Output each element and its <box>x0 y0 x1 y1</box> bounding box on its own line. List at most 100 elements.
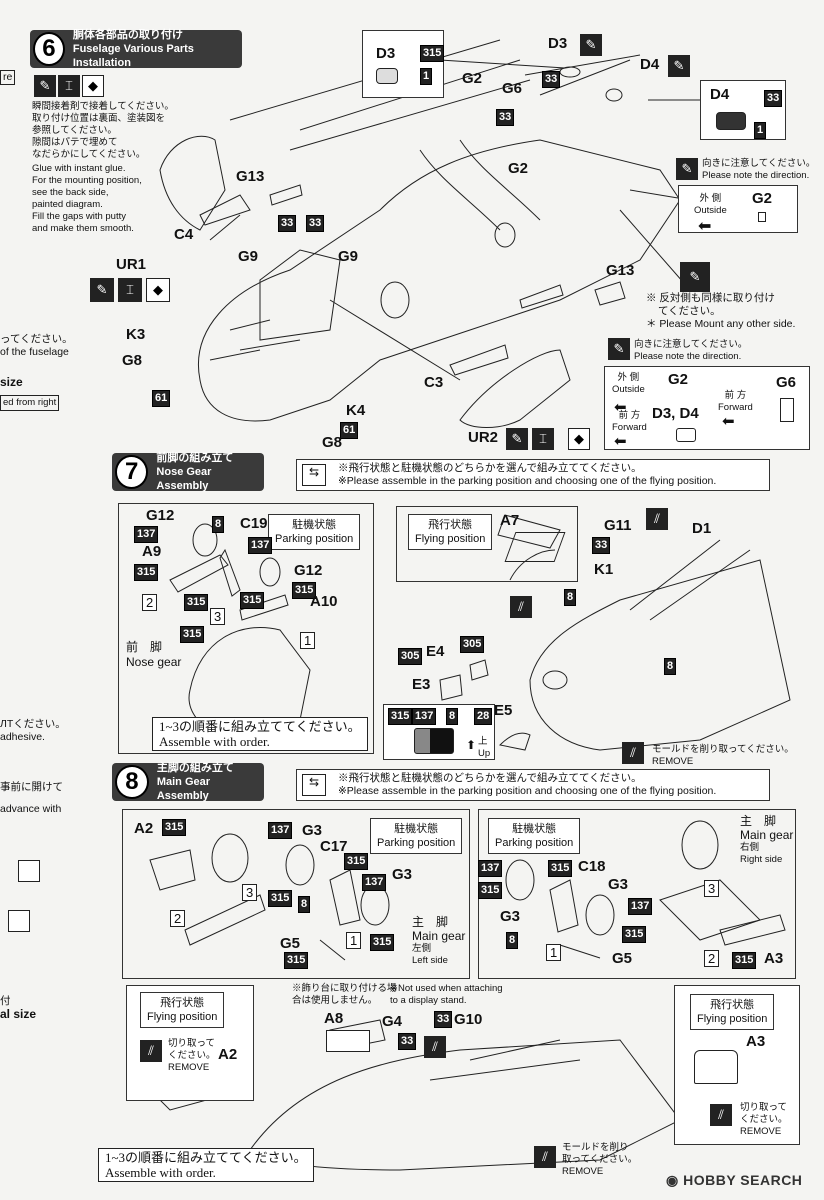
step7-choice-text: ※飛行状態と駐機状態のどちらかを選んで組み立ててください。 ※Please as… <box>338 462 717 487</box>
parking-position-box: 駐機状態 Parking position <box>488 818 581 854</box>
paint-number: 315 <box>548 860 573 877</box>
margin-icon <box>18 860 40 882</box>
e3-part-drawing <box>414 728 454 754</box>
part-label: A9 <box>142 543 162 560</box>
paint-number: 33 <box>764 90 783 107</box>
paint-number: 8 <box>446 708 459 725</box>
paint-number: 315 <box>134 564 159 581</box>
paint-number: 33 <box>398 1033 417 1050</box>
g6-direction-box <box>604 366 810 450</box>
outside-label: 外 側 Outside <box>694 193 727 216</box>
step8-order-note: 1~3の順番に組み立ててください。 Assemble with order. <box>98 1148 314 1182</box>
a3-part-drawing <box>694 1050 738 1084</box>
remove-icon: ⫽ <box>646 508 668 530</box>
clamp-icon: ⌶ <box>532 428 554 450</box>
part-label: G2 <box>508 160 529 177</box>
margin-text: al size <box>0 1007 37 1021</box>
paint-number: 315 <box>370 934 395 951</box>
step6-header: 6 胴体各部品の取り付け Fuselage Various Parts Inst… <box>30 29 242 69</box>
part-label: G10 <box>454 1011 483 1028</box>
part-label: A2 <box>134 820 154 837</box>
paint-number: 305 <box>460 636 485 653</box>
paint-number: 33 <box>592 537 611 554</box>
main-gear-left-frame <box>122 809 470 979</box>
g2-direction-box <box>678 185 798 233</box>
order-mark: 2 <box>142 594 158 611</box>
paint-number: 315 <box>388 708 413 725</box>
stand-note-jp: ※飾り台に取り付ける場 合は使用しません。 <box>292 983 397 1006</box>
clamp-icon: ⌶ <box>118 278 142 302</box>
remove-icon: ⫽ <box>510 596 532 618</box>
paint-number: 315 <box>240 592 265 609</box>
step6-title-en: Fuselage Various Parts Installation <box>72 43 194 69</box>
arrow-left-icon: ⬅ <box>698 218 712 235</box>
part-label: G6 <box>502 80 523 97</box>
part-label: G3 <box>392 866 413 883</box>
mirror-note: ※ 反対側も同様に取り付け てください。 ＊ Please Mount any … <box>646 292 796 330</box>
paint-number: 61 <box>152 390 171 407</box>
paint-number: 137 <box>268 822 293 839</box>
part-label: G13 <box>236 168 265 185</box>
part-label: E5 <box>494 702 513 719</box>
direction-note: 向きに注意してください。 Please note the direction. <box>634 339 748 362</box>
part-label: A8 <box>324 1010 344 1027</box>
d4-part-drawing <box>716 112 746 130</box>
step8-title-jp: 主脚の組み立て <box>156 762 234 774</box>
part-label: C19 <box>240 515 268 532</box>
cut-note: 切り取って ください。 REMOVE <box>740 1102 788 1137</box>
swap-icon: ⇆ <box>302 464 326 486</box>
step7-title-en: Nose Gear Assembly <box>156 466 212 492</box>
part-label: A3 <box>764 950 784 967</box>
part-label: D3 <box>376 45 396 62</box>
glue-icon: ✎ <box>506 428 528 450</box>
step8-number: 8 <box>115 765 149 799</box>
paint-number: 137 <box>248 537 273 554</box>
order-mark: 2 <box>170 910 186 927</box>
cut-note: 切り取って ください。 REMOVE <box>168 1038 216 1073</box>
part-label: G9 <box>338 248 359 265</box>
paint-number: 61 <box>340 422 359 439</box>
paint-number: 137 <box>628 898 653 915</box>
step6-note-en: Glue with instant glue. For the mounting… <box>32 163 142 234</box>
paint-number: 33 <box>306 215 325 232</box>
margin-icon <box>8 910 30 932</box>
part-label: D4 <box>640 56 660 73</box>
direction-note: 向きに注意してください。 Please note the direction. <box>702 158 816 181</box>
forward-label: 前 方 Forward <box>612 410 647 433</box>
d3-part-drawing <box>376 68 398 84</box>
margin-text: ЛТください。 <box>0 718 66 730</box>
order-mark: 2 <box>704 950 720 967</box>
part-label: C4 <box>174 226 194 243</box>
paint-number: 1 <box>420 68 433 85</box>
arrow-up-icon: ⬆ <box>466 738 477 752</box>
paint-number: 8 <box>298 896 311 913</box>
margin-text: size <box>0 375 23 389</box>
part-label: UR2 <box>468 429 499 446</box>
clamp-icon: ⌶ <box>58 75 80 97</box>
swap-icon: ⇆ <box>302 774 326 796</box>
paint-number: 28 <box>474 708 493 725</box>
parking-position-box: 駐機状態 Parking position <box>268 514 361 550</box>
watermark-logo-icon: ◉ <box>666 1172 684 1188</box>
nose-gear-parking-frame <box>118 503 374 754</box>
order-mark: 1 <box>346 932 362 949</box>
part-label: C17 <box>320 838 348 855</box>
part-label: A7 <box>500 512 520 529</box>
order-mark: 1 <box>300 632 316 649</box>
glue-icon: ✎ <box>580 34 602 56</box>
part-label: G2 <box>752 190 773 207</box>
flying-position-box: 飛行状態 Flying position <box>408 514 493 550</box>
part-label: G5 <box>280 935 301 952</box>
part-label: G8 <box>322 434 343 451</box>
up-label: 上 Up <box>478 736 491 759</box>
margin-text: 付 <box>0 995 11 1007</box>
remove-icon: ⫽ <box>710 1104 732 1126</box>
part-label: G3 <box>302 822 323 839</box>
g6-part-drawing <box>780 398 794 422</box>
part-label: G12 <box>294 562 323 579</box>
outside-label: 外 側 Outside <box>612 372 645 395</box>
step7-order-note: 1~3の順番に組み立ててください。 Assemble with order. <box>152 717 368 751</box>
arrow-left-icon: ⬅ <box>722 413 735 430</box>
d3-d4-part-drawing <box>676 428 696 442</box>
part-label: D3 <box>548 35 568 52</box>
